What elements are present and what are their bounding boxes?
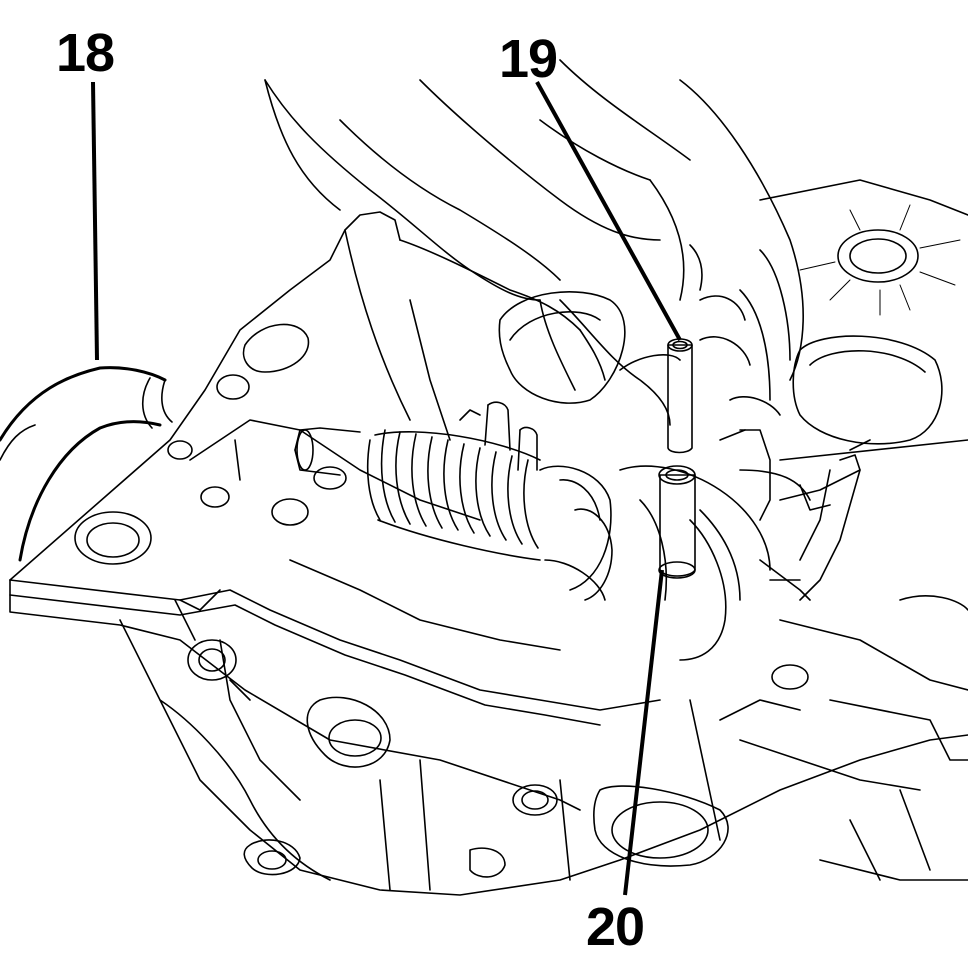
leader-line-19	[535, 81, 682, 341]
callout-label-19: 19	[499, 29, 558, 89]
leader-line-20	[623, 569, 664, 896]
selector-shaft-assembly	[294, 401, 871, 661]
upper-casting	[344, 179, 968, 461]
gearbox-housing	[119, 595, 968, 896]
callout-label-20: 20	[586, 897, 645, 957]
roll-pins	[658, 338, 696, 579]
callout-leaders	[91, 81, 682, 896]
callout-label-18: 18	[56, 23, 115, 83]
leader-line-18	[91, 81, 99, 361]
breather-hose	[0, 366, 173, 562]
hand	[264, 59, 804, 426]
mounting-flange	[9, 211, 809, 816]
